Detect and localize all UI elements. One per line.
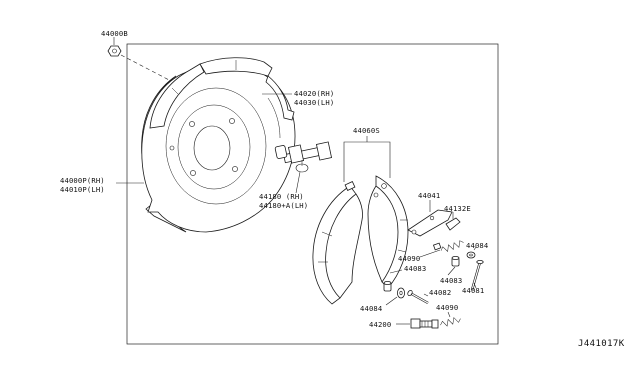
spring-44090-lower[interactable]	[440, 316, 462, 328]
spring-cup-44083-upper[interactable]	[451, 255, 460, 267]
diagram-reference-code: J441017K	[578, 339, 625, 349]
washer-44084-lower[interactable]	[396, 287, 405, 299]
leader-44083a	[389, 269, 403, 274]
label-44060s: 44060S	[353, 126, 380, 135]
label-44081: 44081	[462, 286, 484, 295]
nut-dashed-leader	[120, 54, 174, 83]
label-44010p: 44010P(LH)	[60, 185, 105, 194]
label-44132e: 44132E	[444, 204, 471, 213]
label-44083a: 44083	[404, 264, 426, 273]
spring-44090-upper[interactable]	[432, 240, 464, 254]
label-44180: 44180 (RH)	[259, 192, 304, 201]
adjuster-44180[interactable]	[274, 141, 333, 173]
adjuster-44200[interactable]	[410, 318, 439, 329]
leader-44090b	[447, 311, 451, 318]
label-44084a: 44084	[466, 241, 488, 250]
diagram-frame	[126, 43, 499, 345]
dust-shield[interactable]	[149, 57, 295, 129]
label-44000p: 44000P(RH)	[60, 176, 105, 185]
label-44090a: 44090	[398, 254, 420, 263]
label-44000b: 44000B	[101, 29, 128, 38]
label-44020: 44020(RH)	[294, 89, 334, 98]
spring-cup-44083-lower[interactable]	[383, 280, 392, 292]
label-44084b: 44084	[360, 304, 382, 313]
pin-44081[interactable]	[470, 259, 484, 291]
lever-44041[interactable]	[407, 209, 453, 237]
brake-shoe-left[interactable]	[312, 181, 363, 305]
leader-44084b	[385, 296, 398, 306]
label-44200: 44200	[369, 320, 391, 329]
backing-plate[interactable]	[141, 64, 296, 233]
bracket-44060s	[343, 141, 391, 182]
clip-44132e[interactable]	[445, 217, 461, 231]
leader-44082	[423, 293, 429, 297]
pin-44082[interactable]	[407, 289, 429, 305]
nut-44000b[interactable]	[107, 37, 122, 57]
leader-44083b	[447, 266, 456, 276]
brake-shoe-right[interactable]	[367, 175, 409, 289]
leader-44180	[295, 171, 301, 194]
label-44090b: 44090	[436, 303, 458, 312]
label-44082: 44082	[429, 288, 451, 297]
washer-44084-upper[interactable]	[466, 251, 476, 259]
leader-44084a	[473, 246, 477, 251]
label-44030: 44030(LH)	[294, 98, 334, 107]
leader-44081	[473, 282, 477, 289]
label-44083b: 44083	[440, 276, 462, 285]
leader-44090a	[419, 249, 441, 258]
label-44180a: 44180+A(LH)	[259, 201, 308, 210]
label-44041: 44041	[418, 191, 440, 200]
